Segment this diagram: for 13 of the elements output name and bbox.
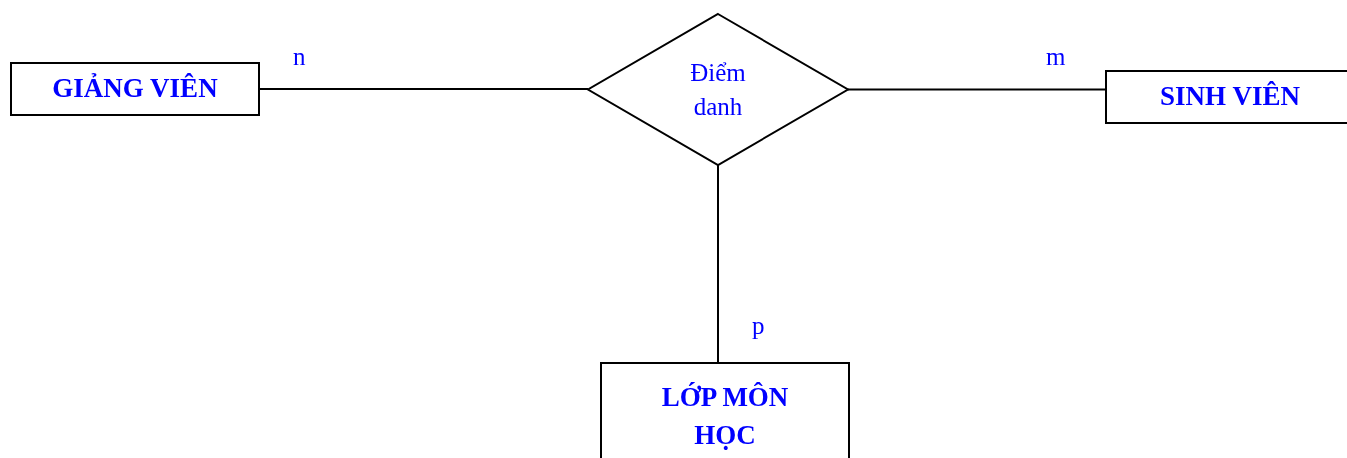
connector-line [847,88,1106,91]
relationship-name: Điểm danh [689,57,747,122]
entity-name: LỚP MÔN HỌC [660,381,790,452]
cardinality-label: p [752,313,765,338]
cardinality-label: n [293,44,306,69]
connector-line [259,88,589,90]
entity-name: GIẢNG VIÊN [52,72,218,106]
cardinality-label: m [1046,44,1066,69]
entity-box [600,362,850,458]
entity-box [10,62,260,116]
entity-name: SINH VIÊN [1160,80,1300,114]
connector-line [717,164,719,363]
entity-box [1105,70,1347,124]
